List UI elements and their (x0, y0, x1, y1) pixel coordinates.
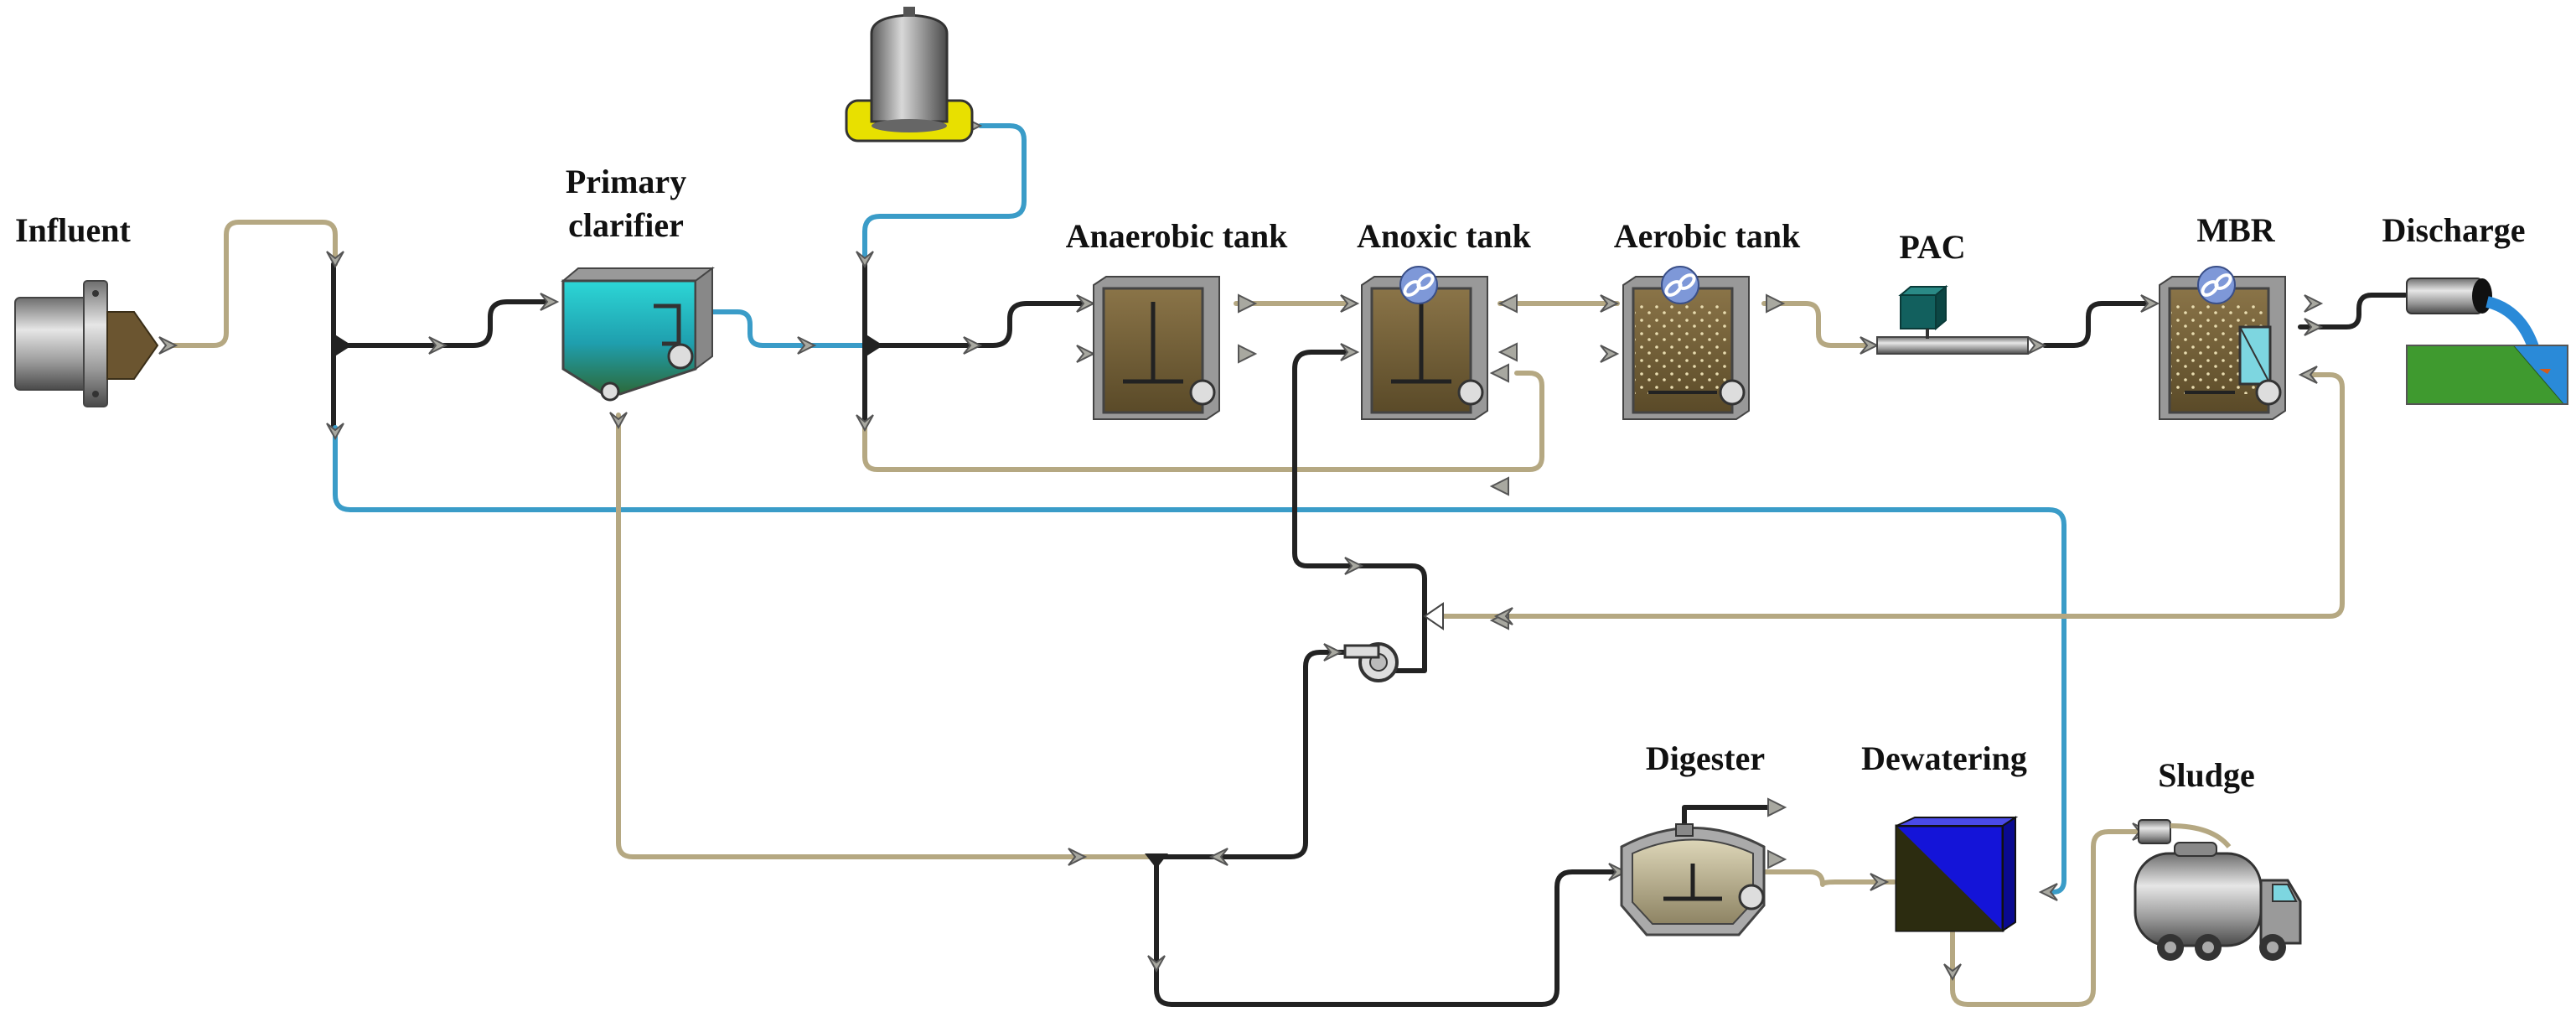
storage-feed (862, 123, 1027, 262)
digester-to-dewatering (1761, 869, 1896, 887)
arrow (797, 336, 817, 355)
arrow (1147, 955, 1166, 973)
arrow (1076, 294, 1096, 313)
storage-tank-icon (845, 7, 974, 143)
arrow (540, 293, 560, 311)
pump-icon (1343, 642, 1399, 682)
arrow (158, 336, 178, 355)
label-primary-clarifier-line2: clarifier (568, 206, 684, 244)
influent-pipe-icon (14, 280, 159, 407)
label-anoxic-tank: Anoxic tank (1357, 217, 1532, 255)
arrow (1238, 344, 1258, 364)
pipe-to-anaerobic (866, 301, 1090, 348)
label-primary-clarifier-line1: Primary (566, 163, 686, 200)
label-anaerobic-tank: Anaerobic tank (1066, 217, 1289, 255)
ras-pipe (1439, 372, 2345, 619)
arrow (1600, 345, 1620, 363)
flow-arrows (158, 117, 2324, 982)
digester-gas (1682, 805, 1771, 833)
arrow (1497, 342, 1518, 362)
chain-link-icon (1661, 266, 1699, 304)
arrow (1340, 294, 1360, 313)
pipe-pac-mbr (2042, 301, 2156, 348)
arrow (1323, 643, 1343, 661)
was-pipe (1393, 614, 1427, 673)
pipe-to-clarifier (334, 299, 556, 348)
splitter2 (865, 334, 883, 357)
label-pac: PAC (1899, 228, 1965, 266)
arrow (2027, 336, 2047, 355)
arrow (2038, 883, 2058, 901)
sludge-mixer (1145, 853, 1168, 869)
dewatering-unit (1895, 816, 2019, 932)
label-sludge: Sludge (2158, 756, 2255, 794)
arrow (1943, 963, 1962, 982)
dewatering-to-truck (1950, 829, 2139, 1007)
clarifier-effluent (703, 309, 866, 348)
aerobic-tank (1622, 266, 1750, 420)
arrow (1068, 848, 1088, 866)
arrow (1497, 293, 1518, 314)
arrow (1344, 557, 1364, 575)
influent-pipe (165, 220, 338, 348)
pipe-mbr-discharge (2298, 293, 2408, 329)
arrow (963, 336, 983, 355)
arrow (1076, 345, 1096, 363)
arrow (1489, 363, 1509, 383)
arrow (1600, 294, 1620, 313)
arrow (1767, 849, 1787, 869)
arrow (1766, 293, 1786, 314)
arrow (1608, 863, 1628, 881)
arrow (1767, 797, 1787, 817)
digester (1620, 823, 1766, 936)
primary-sludge-pipe (616, 412, 1159, 859)
arrow (1238, 293, 1258, 314)
arrow (326, 423, 344, 441)
anoxic-tank (1361, 266, 1488, 420)
mbr-tank (2159, 266, 2286, 420)
arrow (856, 414, 874, 433)
pac-unit (1876, 284, 2029, 355)
arrow (1340, 343, 1360, 361)
primary-clarifier (561, 267, 715, 402)
ras-to-anoxic (1292, 350, 1427, 619)
pipes (165, 123, 2408, 1007)
internal-recycle (862, 371, 1544, 472)
label-digester: Digester (1646, 739, 1765, 777)
arrow (609, 412, 628, 430)
label-dewatering: Dewatering (1861, 739, 2027, 777)
chain-link-icon (2197, 266, 2236, 304)
arrow (428, 336, 448, 355)
discharge-outfall-icon (2406, 278, 2568, 405)
arrow (2140, 294, 2160, 313)
mixer-to-digester (1154, 857, 1624, 1007)
arrow (1489, 476, 1509, 496)
label-mbr: MBR (2196, 211, 2275, 249)
label-influent: Influent (15, 211, 131, 249)
bypass-pipe (333, 425, 2066, 895)
arrow (1493, 607, 1513, 625)
arrow (2304, 294, 2324, 313)
anaerobic-tank (1093, 276, 1220, 420)
arrow (2298, 366, 2318, 384)
pipe-aerobic-pac (1761, 301, 1875, 348)
arrow (856, 251, 874, 269)
arrow (1860, 336, 1880, 355)
arrow (1870, 873, 1890, 891)
arrow (1208, 848, 1229, 866)
arrow (2304, 318, 2324, 336)
return-splitter (1423, 602, 1444, 630)
arrow (326, 251, 344, 269)
splitter1 (334, 334, 352, 357)
truck-icon (2134, 819, 2302, 961)
chain-link-icon (1399, 266, 1438, 304)
label-discharge: Discharge (2382, 211, 2525, 249)
label-aerobic-tank: Aerobic tank (1614, 217, 1801, 255)
pump-to-mixer (1154, 650, 1347, 859)
